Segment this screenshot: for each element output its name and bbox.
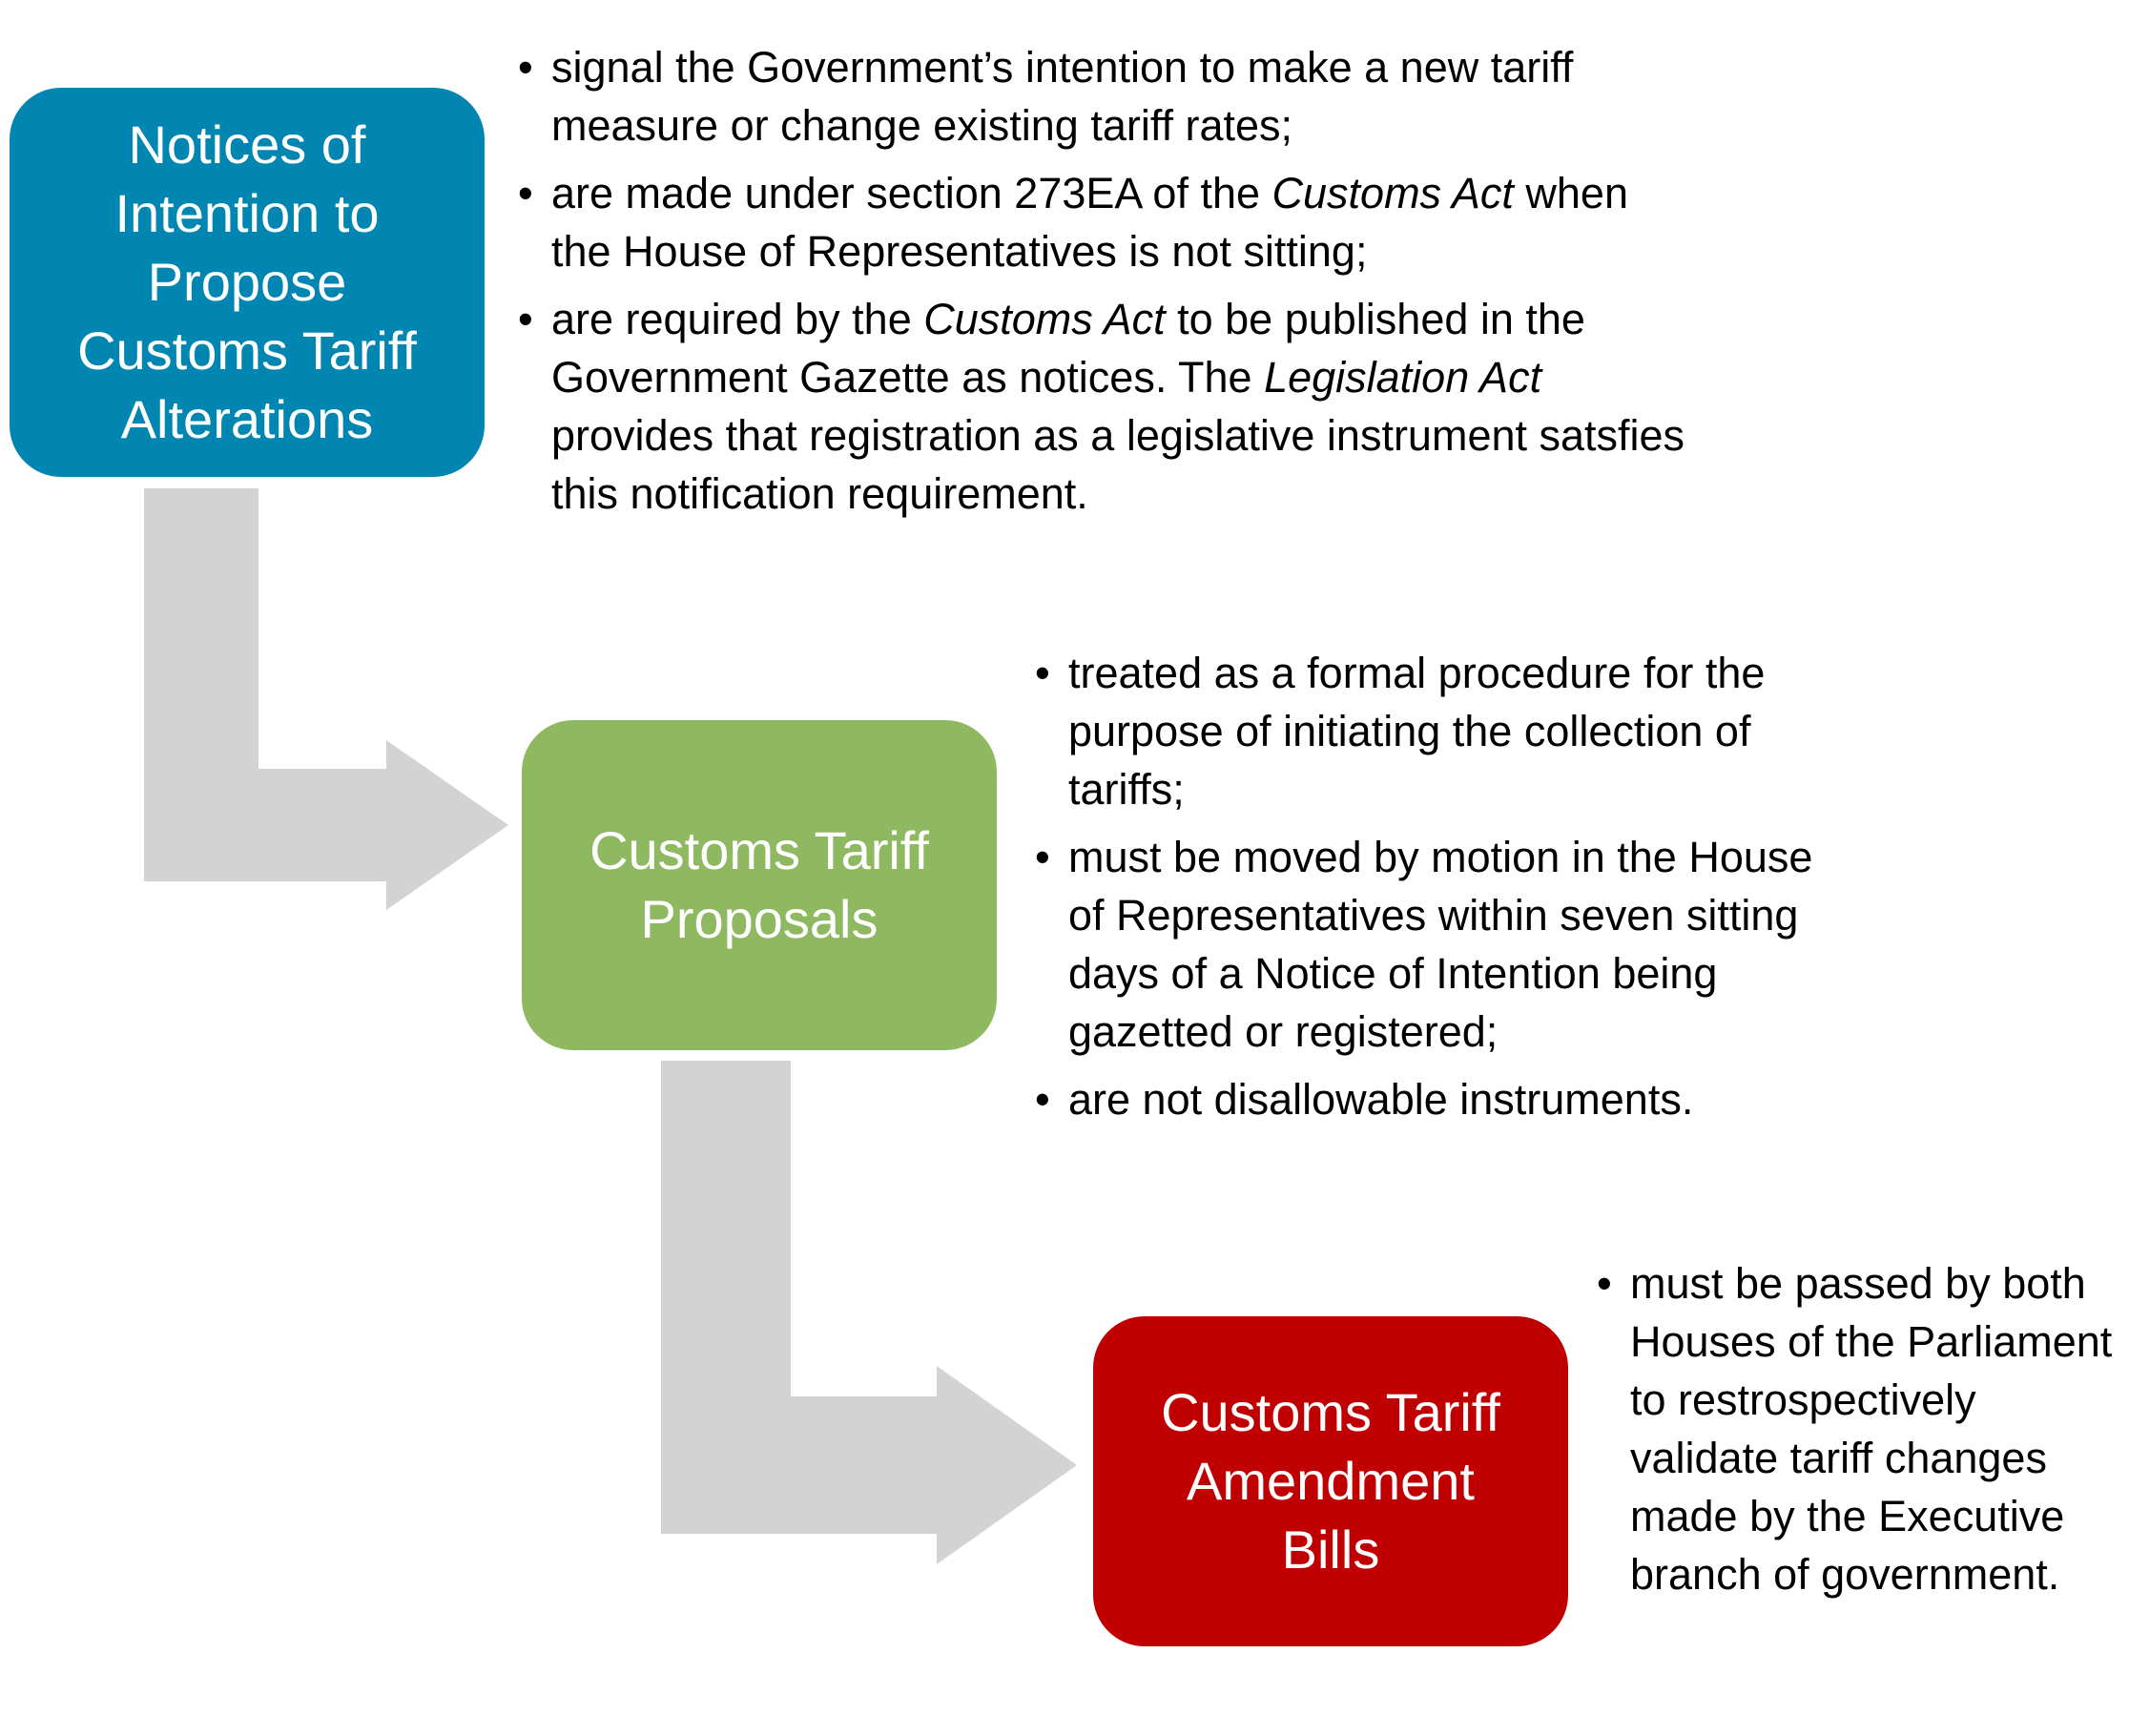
- proposals-bullet-text: treated as a formal procedure for the pu…: [1068, 649, 1766, 814]
- notices-bullet-text: are made under section 273EA of the: [551, 169, 1272, 217]
- customs-tariff-proposals-title: Customs Tariff Proposals: [589, 820, 929, 949]
- arrow-notices-to-proposals: [144, 488, 508, 910]
- notices-bullet-text: provides that registration as a legislat…: [551, 411, 1685, 518]
- bills-bullet-list: must be passed by both Houses of the Par…: [1597, 1254, 2126, 1613]
- proposals-bullet-item: are not disallowable instruments.: [1035, 1070, 1827, 1128]
- notices-bullet-item: signal the Government’s intention to mak…: [518, 38, 1691, 155]
- notices-bullet-text: Customs Act: [1271, 169, 1514, 217]
- notices-of-intention-title: Notices of Intention to Propose Customs …: [77, 114, 417, 449]
- bills-bullet-text: must be passed by both Houses of the Par…: [1630, 1259, 2113, 1599]
- proposals-bullet-item: treated as a formal procedure for the pu…: [1035, 644, 1827, 818]
- bills-bullet-item: must be passed by both Houses of the Par…: [1597, 1254, 2126, 1603]
- customs-tariff-proposals-box: Customs Tariff Proposals: [522, 720, 997, 1050]
- notices-bullet-text: are required by the: [551, 295, 924, 343]
- arrow-proposals-to-bills: [661, 1061, 1077, 1564]
- proposals-bullet-list: treated as a formal procedure for the pu…: [1035, 644, 1827, 1138]
- proposals-bullet-text: must be moved by motion in the House of …: [1068, 833, 1813, 1056]
- notices-bullet-list: signal the Government’s intention to mak…: [518, 38, 1691, 532]
- notices-bullet-text: when the House of Representatives is not…: [551, 169, 1628, 276]
- notices-of-intention-box: Notices of Intention to Propose Customs …: [10, 88, 485, 477]
- notices-bullet-text: Customs Act: [923, 295, 1166, 343]
- notices-bullet-text: Legislation Act: [1264, 353, 1542, 402]
- notices-bullet-text: to be published in the Government Gazett…: [551, 295, 1585, 402]
- customs-tariff-amendment-bills-box: Customs Tariff Amendment Bills: [1093, 1316, 1568, 1646]
- customs-tariff-amendment-bills-title: Customs Tariff Amendment Bills: [1161, 1382, 1500, 1580]
- notices-bullet-item: are required by the Customs Act to be pu…: [518, 290, 1691, 523]
- notices-bullet-text: signal the Government’s intention to mak…: [551, 43, 1574, 150]
- proposals-bullet-text: are not disallowable instruments.: [1068, 1075, 1694, 1124]
- proposals-bullet-item: must be moved by motion in the House of …: [1035, 828, 1827, 1061]
- notices-bullet-item: are made under section 273EA of the Cust…: [518, 164, 1691, 280]
